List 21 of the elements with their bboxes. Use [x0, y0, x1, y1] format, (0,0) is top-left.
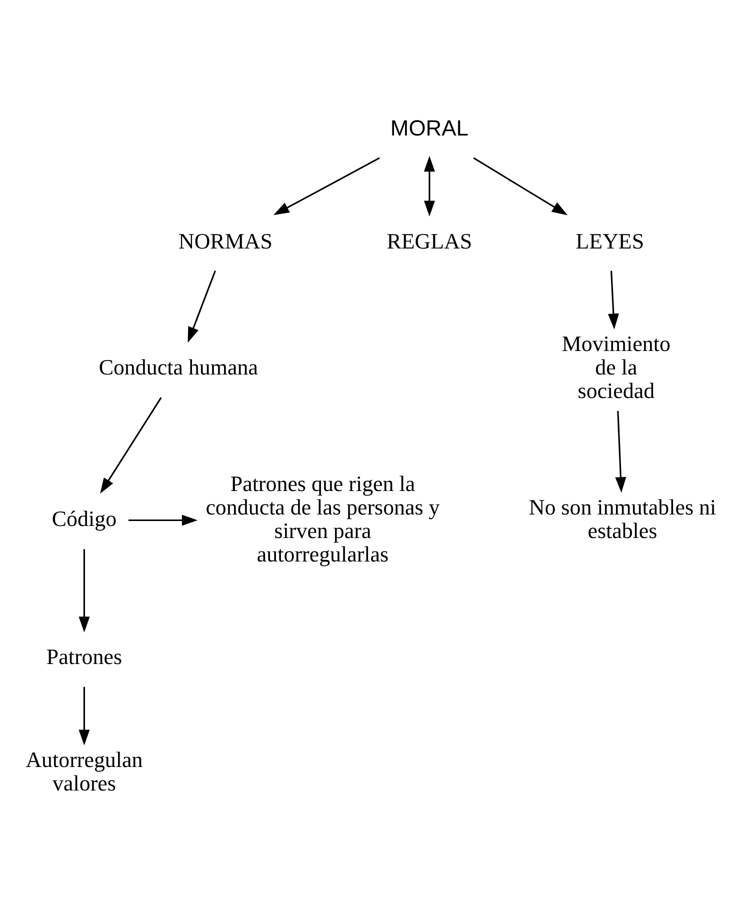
- node-text: REGLAS: [386, 228, 472, 254]
- arrow: [100, 397, 162, 494]
- node-text: Patrones que rigen la conducta de las personas y sirven para autorregularlas: [206, 470, 440, 566]
- node-text: MORAL: [390, 115, 468, 140]
- node-text: Autorregulan valores: [26, 746, 143, 796]
- arrow: [128, 514, 198, 526]
- arrow: [273, 157, 380, 216]
- arrow: [473, 157, 568, 216]
- arrow: [608, 270, 619, 330]
- arrow: [615, 410, 626, 493]
- node-text: Movimiento de la sociedad: [562, 331, 670, 404]
- node-text: LEYES: [576, 228, 644, 254]
- node-text: Patrones: [46, 644, 122, 670]
- arrow: [424, 156, 435, 216]
- node-text: Código: [52, 506, 117, 532]
- arrow: [78, 686, 90, 746]
- arrow: [78, 549, 90, 632]
- node-text: Conducta humana: [98, 354, 258, 380]
- node-text: NORMAS: [178, 228, 272, 254]
- node-text: No son inmutables ni estables: [528, 494, 716, 543]
- arrow: [188, 270, 216, 343]
